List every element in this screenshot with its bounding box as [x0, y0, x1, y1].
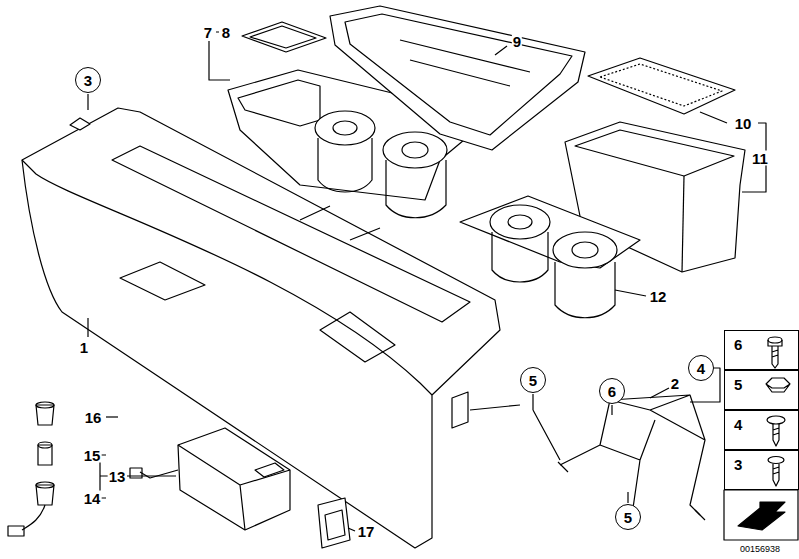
callout-number: 6: [734, 337, 742, 352]
callout-number: 4: [697, 361, 705, 376]
part-number: 10: [734, 116, 753, 131]
part-number: 7: [203, 25, 213, 40]
part-number: 13: [108, 469, 127, 484]
part-number: 16: [84, 410, 103, 425]
callout-circle: 6: [599, 378, 625, 404]
part-number: 17: [357, 524, 376, 539]
hardware-cell: 3: [724, 450, 799, 490]
part-number: 14: [83, 491, 102, 506]
callout-number: 5: [624, 510, 632, 525]
part-number: 8: [221, 25, 231, 40]
part-number: 2: [670, 376, 680, 391]
part-number: 9: [512, 34, 522, 49]
callout-number: 5: [529, 373, 537, 388]
hardware-cell: 5: [724, 370, 799, 410]
callout-circle: 3: [75, 67, 101, 93]
hardware-cell: 6: [724, 330, 799, 370]
hardware-cell: 4: [724, 410, 799, 450]
callout-number: 3: [84, 73, 92, 88]
callout-circle: 5: [615, 504, 641, 530]
part-number: 15: [83, 448, 102, 463]
callout-number: 4: [734, 417, 742, 432]
part-number: 1: [79, 340, 89, 355]
callout-circle: 5: [520, 367, 546, 393]
callout-circle: 4: [688, 355, 714, 381]
callout-number: 3: [734, 457, 742, 472]
callout-number: 5: [734, 377, 742, 392]
callout-number: 6: [608, 384, 616, 399]
drawing-number: 00156938: [739, 545, 781, 554]
part-number: 11: [751, 151, 769, 166]
part-number: 12: [649, 289, 668, 304]
